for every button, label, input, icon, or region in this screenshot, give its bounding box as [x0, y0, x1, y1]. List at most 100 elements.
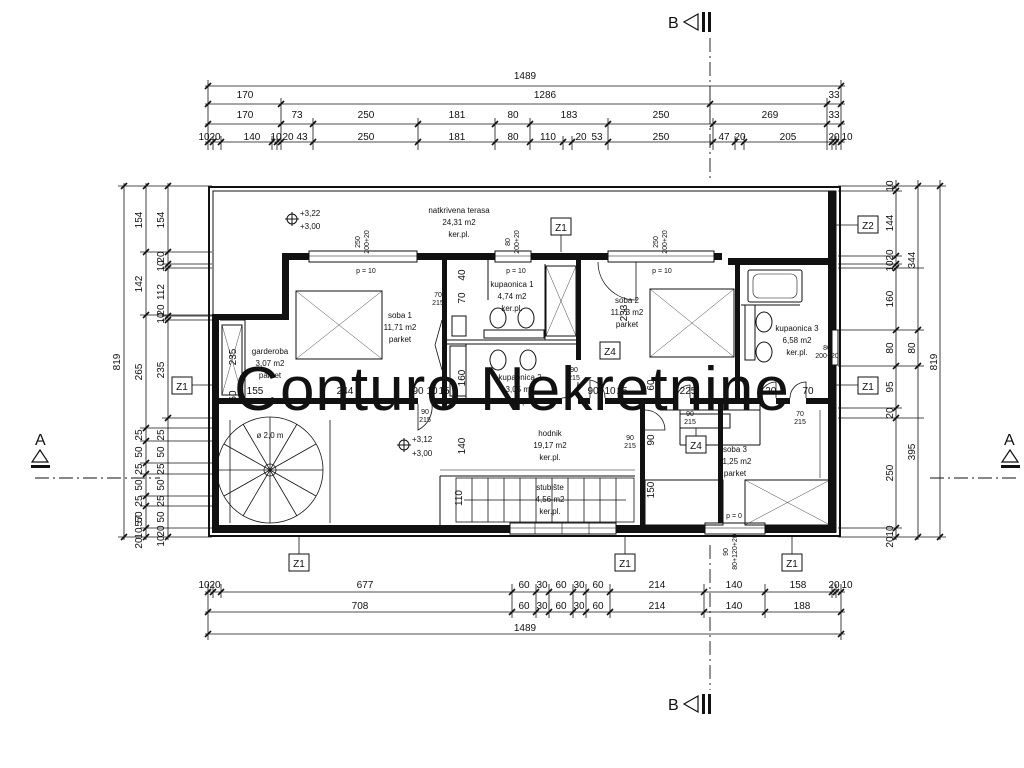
spiral-stairs: [216, 416, 331, 524]
dim-label: 10: [885, 525, 896, 537]
dim-label: 25: [156, 495, 167, 507]
opening-label: 70: [796, 411, 804, 418]
dim-label: 269: [762, 110, 779, 121]
opening-label: 90: [626, 435, 634, 442]
dim-label: 120: [760, 386, 777, 397]
dim-label: 20: [134, 537, 145, 549]
room-floor: ker.pl.: [786, 348, 807, 357]
room-name: soba 2: [615, 296, 640, 305]
dim-label: 250: [885, 464, 896, 481]
room-area: 4,74 m2: [498, 292, 527, 301]
room-floor: ker.pl.: [509, 397, 530, 406]
dim-label: 60: [555, 601, 567, 612]
room-floor: ker.pl.: [448, 230, 469, 239]
dim-label: 60: [518, 601, 530, 612]
opening-label: 200+20: [514, 230, 521, 254]
dimension-labels-right: 10 144 20 10 160 80 95 20 250 10 20 344 …: [885, 180, 940, 548]
dim-label: 50: [134, 511, 145, 523]
dim-label: 214: [649, 601, 666, 612]
dim-label: 90: [587, 386, 599, 397]
dim-label: 708: [352, 601, 369, 612]
tag-box: [599, 341, 621, 360]
dim-label: 20: [885, 536, 896, 548]
dim-label: 30: [573, 580, 585, 591]
tag-label: Z1: [176, 382, 188, 393]
opening-label: p = 0: [726, 513, 742, 520]
dim-label: 10: [270, 132, 282, 143]
room-area: 24,31 m2: [442, 218, 476, 227]
dimension-chains-top: [205, 80, 845, 150]
bed-soba1: [295, 290, 383, 360]
room-area: 19,17 m2: [533, 441, 567, 450]
dim-label: 25: [134, 429, 145, 441]
dim-label: 10: [156, 260, 167, 272]
dim-label: 140: [457, 437, 468, 454]
room-floor: parket: [389, 335, 412, 344]
opening-label: 80+120+20: [732, 534, 739, 570]
bed-soba3-b: [744, 479, 831, 526]
room-area: 3,05 m2: [506, 385, 535, 394]
dim-label: 819: [112, 353, 123, 370]
section-mark-b-bottom: B: [668, 694, 711, 714]
dim-label: 20: [156, 251, 167, 263]
opening-label: 215: [568, 375, 580, 382]
room-floor: ker.pl.: [501, 304, 522, 313]
dim-label: 140: [244, 132, 261, 143]
dim-label: 20: [885, 249, 896, 261]
dim-label: 10: [134, 527, 145, 539]
dim-label: 265: [134, 363, 145, 380]
tag-label: Z1: [293, 559, 305, 570]
level-value: +3,12: [412, 435, 433, 444]
dim-label: 10: [885, 180, 896, 192]
opening-label: 215: [432, 300, 444, 307]
tag-leaders: [192, 224, 858, 554]
section-mark-b-top: B: [668, 12, 711, 32]
dim-label: 60: [592, 580, 604, 591]
dim-label: 10: [426, 386, 438, 397]
dim-label: 80: [507, 110, 519, 121]
sink-kup1: [489, 307, 507, 329]
dim-label: 250: [358, 110, 375, 121]
dim-label: 235: [228, 348, 239, 365]
dim-label: 1489: [514, 623, 537, 634]
dim-label: 150: [646, 481, 657, 498]
tag-box: [857, 215, 879, 234]
dim-label: 30: [536, 580, 548, 591]
sink-kup2: [489, 349, 507, 371]
dim-label: 112: [156, 284, 167, 300]
dim-label: 205: [780, 132, 797, 143]
room-area: 11,25 m2: [719, 457, 752, 466]
tag-label: Z1: [619, 559, 631, 570]
level-marker-hodnik: +3,12 +3,00: [397, 435, 433, 458]
dim-label: 250: [653, 110, 670, 121]
dim-label: 160: [457, 369, 468, 386]
dim-label: 344: [907, 251, 918, 268]
dim-label: 25: [156, 429, 167, 441]
dim-label: 30: [573, 601, 585, 612]
stair-diameter: ø 2,0 m: [256, 431, 283, 440]
opening-label: 200+20: [364, 230, 371, 254]
dim-label: 80: [907, 342, 918, 354]
dim-label: 181: [449, 132, 466, 143]
dimension-labels-left: 819 154 142 265 25 50 25 50 25 50 57 10 …: [112, 211, 167, 548]
opening-label: 215: [419, 417, 431, 424]
dim-label: 20: [828, 132, 840, 143]
dim-label: 250: [653, 132, 670, 143]
dim-label: 214: [649, 580, 666, 591]
dim-label: 25: [134, 463, 145, 475]
dim-label: 160: [885, 290, 896, 307]
sink-kup3: [755, 311, 773, 333]
dim-label: 30: [536, 601, 548, 612]
dimension-chains-right: [838, 180, 946, 540]
dimension-ticks-bottom: [204, 588, 845, 638]
dim-label: 60: [228, 390, 239, 402]
dim-label: 140: [726, 580, 743, 591]
dim-label: 110: [540, 132, 556, 143]
dim-label: 90: [412, 386, 424, 397]
dim-label: 142: [134, 275, 145, 292]
wardrobe-soba3: [679, 413, 731, 429]
bathtub-inner: [752, 273, 798, 299]
watermark: Conturo Nekretnine: [234, 355, 790, 424]
room-area: 6,58 m2: [783, 336, 812, 345]
wall-type-tag-labels: Z1 Z2 Z4 Z4 Z1 Z1 Z1 Z1 Z1: [176, 221, 874, 570]
